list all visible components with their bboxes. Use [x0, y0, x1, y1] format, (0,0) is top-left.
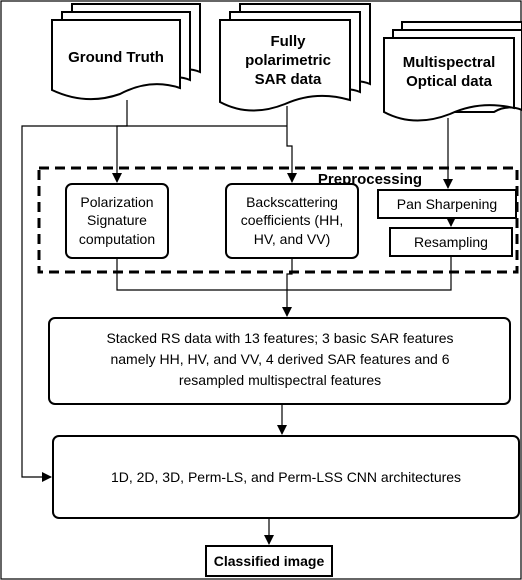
arrow-sar-to-polarization: [112, 125, 287, 183]
backscatter-line1: Backscattering: [246, 194, 338, 210]
stacked-line3: resampled multispectral features: [179, 372, 381, 388]
stacked-data-box: Stacked RS data with 13 features; 3 basi…: [48, 317, 511, 405]
backscattering-box: Backscattering coefficients (HH, HV, and…: [225, 183, 359, 259]
polarization-line2: Signature: [87, 212, 147, 228]
cnn-label: 1D, 2D, 3D, Perm-LS, and Perm-LSS CNN ar…: [111, 469, 461, 485]
connector-polarization-out: [116, 258, 287, 291]
optical-label-line2: Optical data: [406, 73, 493, 90]
ground-truth-label: Ground Truth: [68, 49, 164, 66]
stacked-line2: namely HH, HV, and VV, 4 derived SAR fea…: [110, 351, 449, 367]
sar-label-line1: Fully: [270, 33, 306, 50]
polarization-line1: Polarization: [80, 194, 153, 210]
arrow-sar-to-backscattering: [286, 126, 297, 183]
connectors: [21, 100, 456, 545]
backscatter-line2: coefficients (HH,: [241, 212, 343, 228]
connector-resampling-out: [287, 256, 452, 291]
resampling-box: Resampling: [389, 227, 513, 257]
connector-backscattering-out: [286, 258, 293, 290]
sar-data-document: Fully polarimetric SAR data: [219, 3, 371, 112]
polarization-line3: computation: [79, 231, 155, 247]
pan-sharpening-label: Pan Sharpening: [397, 196, 497, 212]
sar-label-line2: polarimetric: [245, 52, 331, 69]
sar-label-line3: SAR data: [255, 71, 322, 88]
preprocessing-region: [37, 166, 519, 274]
resampling-label: Resampling: [414, 234, 488, 250]
optical-data-document: Multispectral Optical data: [383, 21, 522, 122]
backscatter-line3: HV, and VV): [254, 231, 331, 247]
pan-sharpening-box: Pan Sharpening: [377, 189, 517, 219]
optical-label-line1: Multispectral: [403, 54, 496, 71]
ground-truth-document: Ground Truth: [51, 3, 201, 101]
classified-image-box: Classified image: [205, 545, 333, 577]
arrow-ground-truth-to-cnn: [21, 100, 128, 482]
polarization-signature-box: Polarization Signature computation: [65, 183, 169, 259]
cnn-architectures-box: 1D, 2D, 3D, Perm-LS, and Perm-LSS CNN ar…: [52, 435, 520, 519]
classified-image-label: Classified image: [214, 553, 325, 569]
stacked-line1: Stacked RS data with 13 features; 3 basi…: [106, 330, 453, 346]
